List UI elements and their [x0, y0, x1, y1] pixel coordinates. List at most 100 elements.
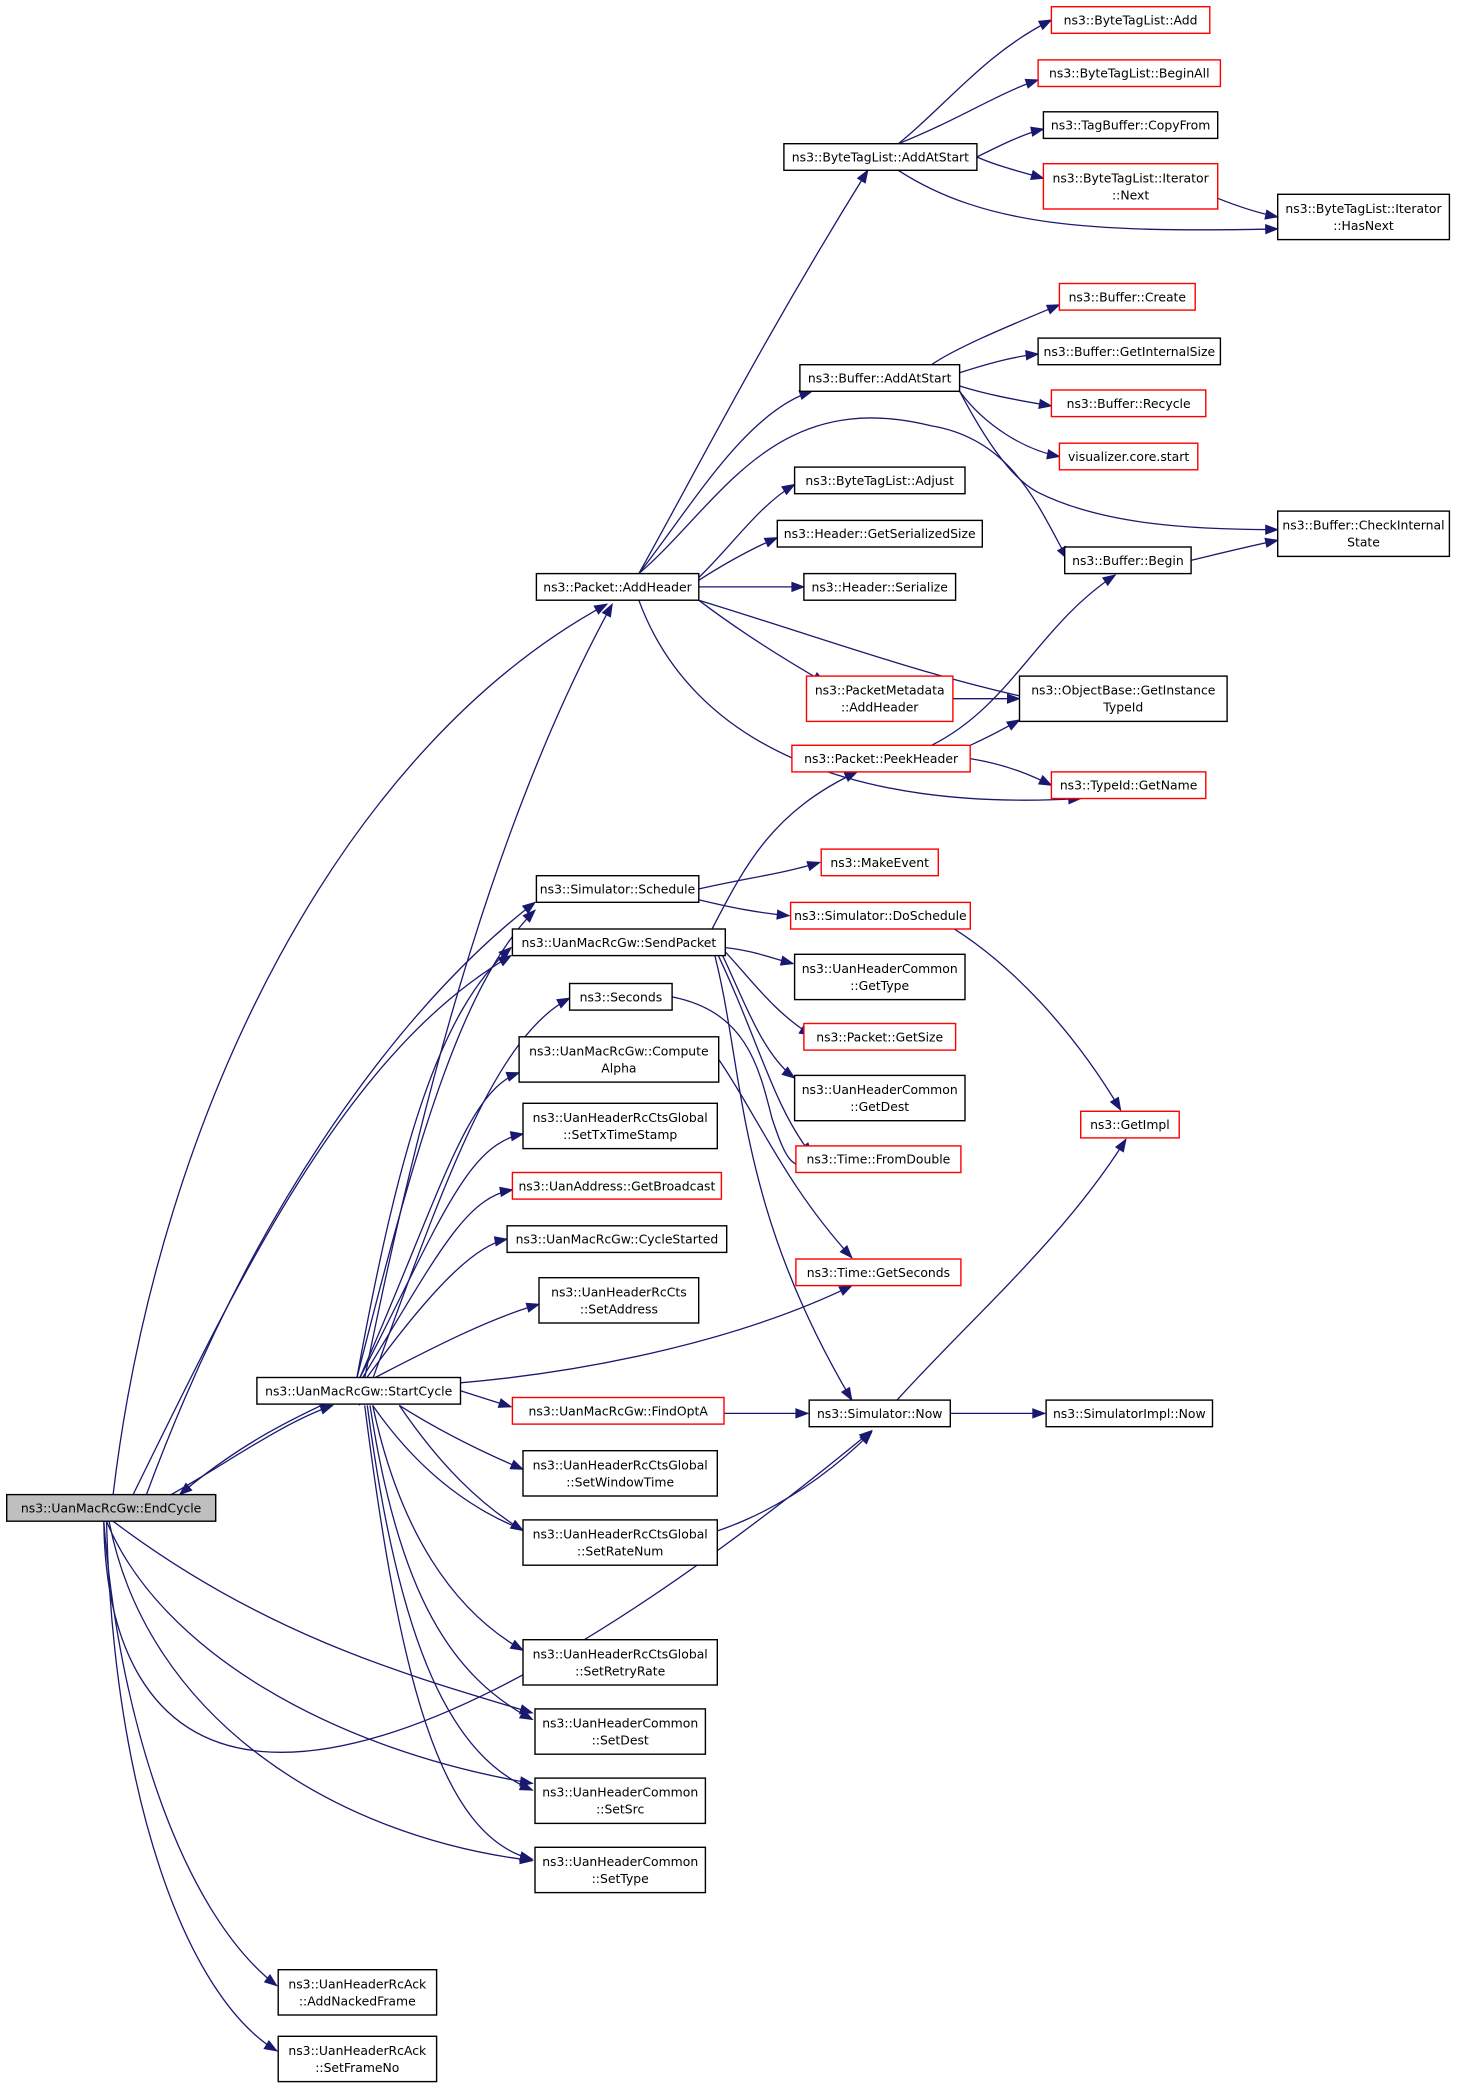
- edge-arrowhead: [1264, 537, 1280, 548]
- node-startcycle[interactable]: ns3::UanMacRcGw::StartCycle: [256, 1376, 462, 1405]
- edge-line: [460, 1285, 853, 1384]
- edge-line: [358, 1072, 520, 1380]
- node-tagbuffer-copyfrom[interactable]: ns3::TagBuffer::CopyFrom: [1042, 111, 1219, 140]
- call-edge: [931, 574, 1117, 746]
- node-addheader[interactable]: ns3::Packet::AddHeader: [535, 572, 700, 601]
- node-typeid-getname[interactable]: ns3::TypeId::GetName: [1050, 771, 1207, 800]
- node-label: ns3::UanHeaderCommon: [542, 1854, 698, 1869]
- call-edge: [365, 1236, 509, 1380]
- node-buf-begin[interactable]: ns3::Buffer::Begin: [1063, 546, 1192, 575]
- node-time-getseconds[interactable]: ns3::Time::GetSeconds: [795, 1258, 962, 1287]
- node-buf-recycle[interactable]: ns3::Buffer::Recycle: [1050, 389, 1207, 418]
- node-label: ns3::Simulator::Now: [817, 1406, 942, 1421]
- node-setwindowtime[interactable]: ns3::UanHeaderRcCtsGlobal::SetWindowTime: [522, 1449, 719, 1497]
- node-label: ns3::UanHeaderRcCtsGlobal: [533, 1527, 708, 1542]
- node-hdr-serialize[interactable]: ns3::Header::Serialize: [803, 572, 957, 601]
- node-viz-start[interactable]: visualizer.core.start: [1058, 442, 1199, 471]
- edge-arrowhead: [763, 537, 779, 548]
- edge-arrowhead: [1037, 774, 1053, 786]
- edge-arrowhead: [522, 909, 537, 923]
- node-getbroadcast[interactable]: ns3::UanAddress::GetBroadcast: [511, 1171, 723, 1200]
- node-time-fromdouble[interactable]: ns3::Time::FromDouble: [795, 1145, 962, 1174]
- edge-arrowhead: [1030, 126, 1045, 137]
- node-buf-addatstart[interactable]: ns3::Buffer::AddAtStart: [799, 364, 961, 393]
- node-label: ns3::TagBuffer::CopyFrom: [1051, 118, 1210, 133]
- call-edge: [959, 390, 1280, 535]
- node-btl-beginall[interactable]: ns3::ByteTagList::BeginAll: [1037, 59, 1222, 88]
- node-simimpl-now[interactable]: ns3::SimulatorImpl::Now: [1045, 1399, 1214, 1428]
- node-box: [1037, 59, 1222, 88]
- edge-arrowhead: [856, 169, 869, 184]
- node-box: [522, 1638, 719, 1686]
- edge-line: [166, 1404, 333, 1498]
- edge-arrowhead: [779, 955, 795, 966]
- node-schedule[interactable]: ns3::Simulator::Schedule: [535, 875, 700, 904]
- node-box: [793, 466, 966, 495]
- node-findopta[interactable]: ns3::UanMacRcGw::FindOptA: [511, 1396, 725, 1425]
- node-label: ns3::ByteTagList::Add: [1064, 13, 1198, 28]
- node-pm-addheader[interactable]: ns3::PacketMetadata::AddHeader: [805, 675, 954, 723]
- node-setaddress[interactable]: ns3::UanHeaderRcCts::SetAddress: [538, 1276, 700, 1324]
- node-box: [1058, 442, 1199, 471]
- node-btl-add[interactable]: ns3::ByteTagList::Add: [1050, 5, 1211, 35]
- node-settxtimestamp[interactable]: ns3::UanHeaderRcCtsGlobal::SetTxTimeStam…: [522, 1102, 719, 1150]
- node-setframeno[interactable]: ns3::UanHeaderRcAck::SetFrameNo: [277, 2035, 438, 2083]
- edge-arrowhead: [1265, 524, 1280, 535]
- edge-line: [718, 1059, 853, 1259]
- node-box: [793, 953, 966, 1001]
- edge-line: [366, 1405, 533, 1791]
- node-uhc-getdest[interactable]: ns3::UanHeaderCommon::GetDest: [793, 1074, 966, 1122]
- node-btl-iter-next[interactable]: ns3::ByteTagList::Iterator::Next: [1042, 162, 1219, 210]
- node-sim-doschedule[interactable]: ns3::Simulator::DoSchedule: [789, 901, 971, 930]
- edge-arrowhead: [791, 581, 806, 593]
- node-label: ns3::UanHeaderRcCtsGlobal: [533, 1646, 708, 1661]
- node-box: [534, 1708, 707, 1755]
- node-sim-now[interactable]: ns3::Simulator::Now: [808, 1399, 952, 1428]
- edge-arrowhead: [1265, 223, 1280, 235]
- edge-arrowhead: [781, 1066, 796, 1079]
- edge-arrowhead: [1101, 574, 1117, 587]
- edge-line: [103, 1521, 278, 1987]
- call-edge: [369, 1405, 534, 1721]
- node-buf-getinternalsize[interactable]: ns3::Buffer::GetInternalSize: [1037, 337, 1222, 366]
- node-hdr-getserializedsize[interactable]: ns3::Header::GetSerializedSize: [776, 519, 983, 548]
- node-endcycle[interactable]: ns3::UanMacRcGw::EndCycle: [5, 1493, 217, 1522]
- node-pkt-getsize[interactable]: ns3::Packet::GetSize: [803, 1022, 957, 1051]
- node-sendpacket[interactable]: ns3::UanMacRcGw::SendPacket: [511, 928, 727, 957]
- node-addnackedframe[interactable]: ns3::UanHeaderRcAck::AddNackedFrame: [277, 1968, 438, 2016]
- call-edge: [460, 1285, 854, 1384]
- call-edge: [132, 954, 513, 1495]
- node-makeevent[interactable]: ns3::MakeEvent: [820, 848, 940, 877]
- edge-arrowhead: [1030, 169, 1045, 180]
- node-buf-create[interactable]: ns3::Buffer::Create: [1058, 282, 1196, 311]
- node-btl-addatstart[interactable]: ns3::ByteTagList::AddAtStart: [783, 142, 978, 171]
- node-setdest[interactable]: ns3::UanHeaderCommon::SetDest: [534, 1708, 707, 1755]
- call-edge: [1191, 537, 1280, 561]
- node-btl-adjust[interactable]: ns3::ByteTagList::Adjust: [793, 466, 966, 495]
- function-nodes: ns3::UanMacRcGw::EndCycle ns3::UanMacRcGw…: [5, 5, 1451, 2083]
- edge-line: [372, 1303, 540, 1380]
- node-getimpl[interactable]: ns3::GetImpl: [1079, 1110, 1180, 1139]
- call-edge: [711, 944, 853, 1402]
- edge-line: [715, 941, 795, 1079]
- edge-line: [931, 915, 1122, 1111]
- node-label: ns3::UanHeaderRcAck: [288, 1976, 427, 1991]
- node-setsrc[interactable]: ns3::UanHeaderCommon::SetSrc: [534, 1777, 707, 1825]
- call-edge: [358, 602, 613, 1406]
- call-edge: [950, 1408, 1047, 1419]
- node-label: ns3::UanHeaderCommon: [802, 1082, 958, 1097]
- node-seconds[interactable]: ns3::Seconds: [568, 982, 673, 1011]
- node-uhc-gettype[interactable]: ns3::UanHeaderCommon::GetType: [793, 953, 966, 1001]
- node-btl-iter-hasnext[interactable]: ns3::ByteTagList::Iterator::HasNext: [1276, 193, 1451, 241]
- node-box: [1050, 389, 1207, 418]
- node-setratenum[interactable]: ns3::UanHeaderRcCtsGlobal::SetRateNum: [522, 1519, 719, 1566]
- node-settype[interactable]: ns3::UanHeaderCommon::SetType: [534, 1846, 707, 1894]
- node-box: [805, 675, 954, 723]
- node-pkt-peekheader[interactable]: ns3::Packet::PeekHeader: [791, 744, 971, 773]
- node-setretryrate[interactable]: ns3::UanHeaderRcCtsGlobal::SetRetryRate: [522, 1638, 719, 1686]
- node-cyclestarted[interactable]: ns3::UanMacRcGw::CycleStarted: [506, 1225, 728, 1254]
- node-box: [776, 519, 983, 548]
